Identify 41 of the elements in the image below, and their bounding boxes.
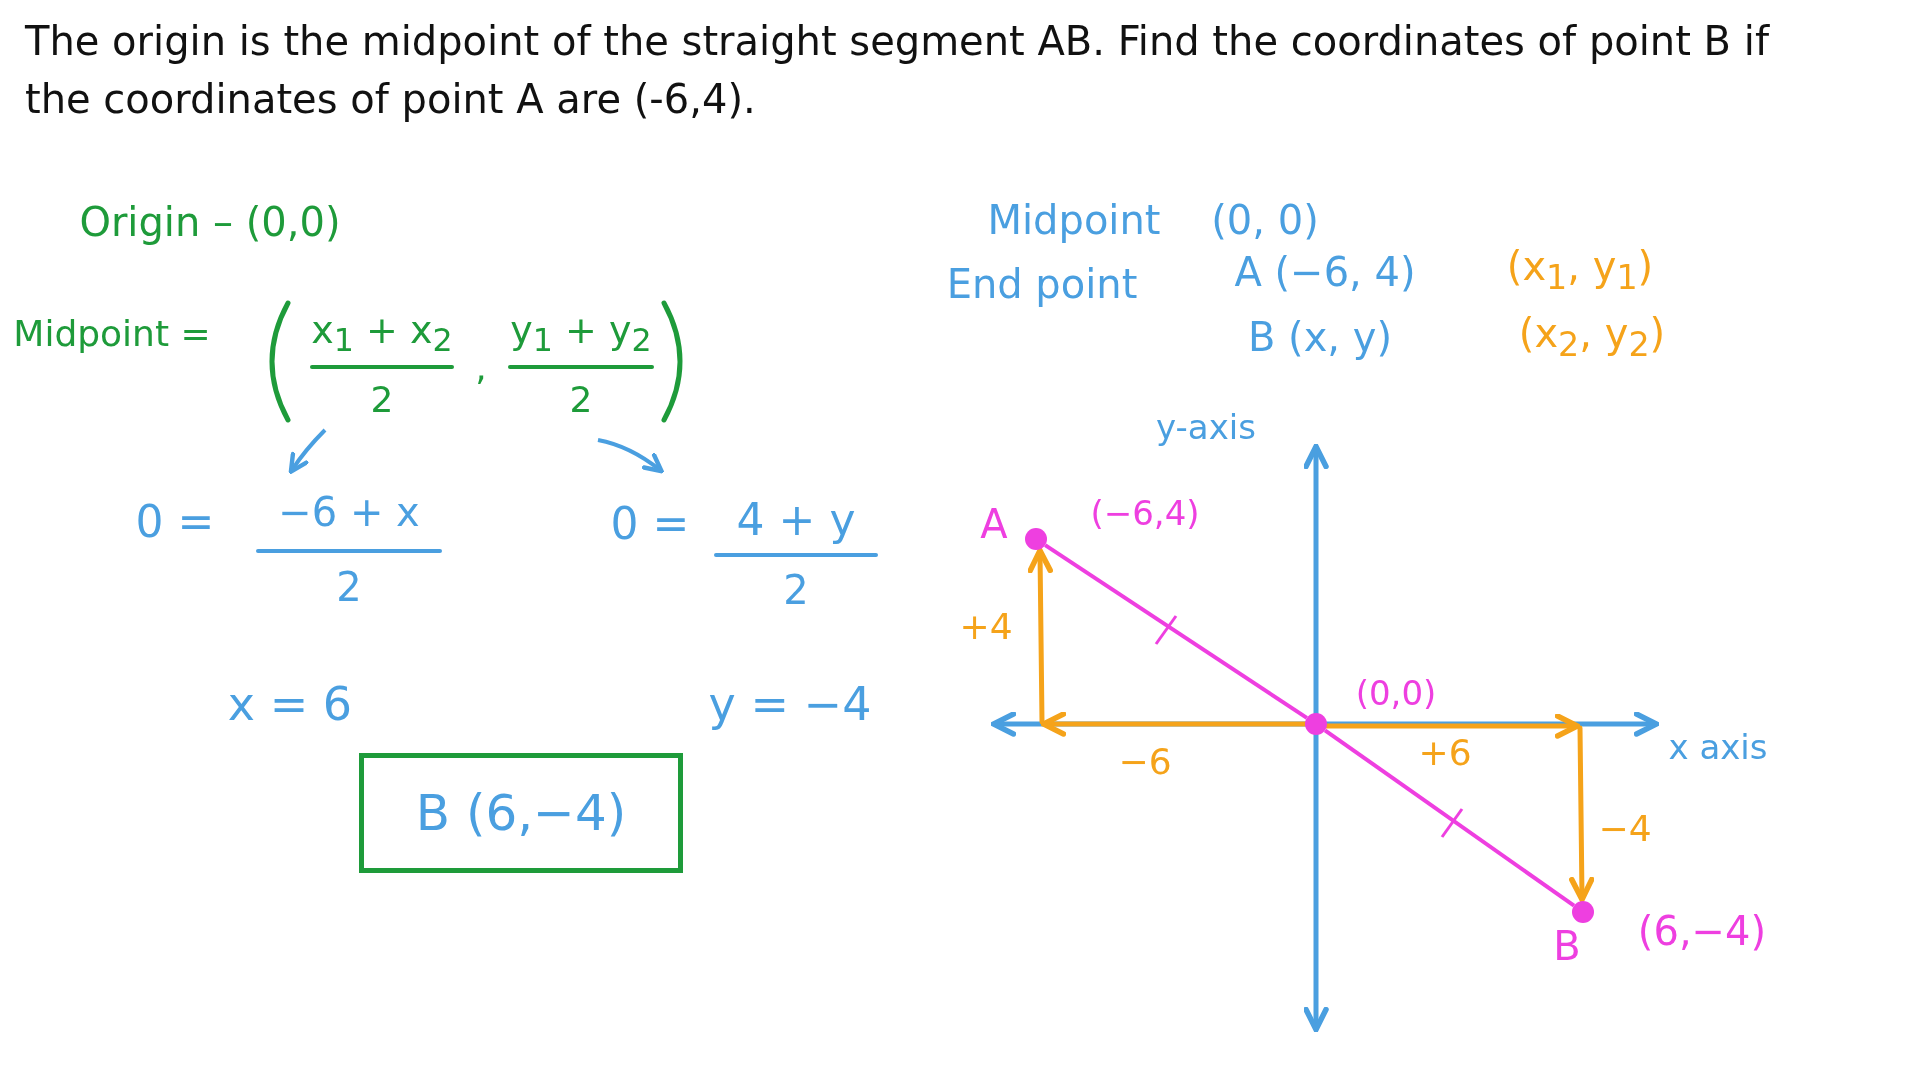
row-heading: Midpoint <box>987 198 1161 242</box>
equation-text: 0 = <box>610 499 690 549</box>
line-segment <box>1044 543 1308 720</box>
coordinate-text: (x$_{1}$, y$_{1}$) <box>1506 243 1654 297</box>
coordinate-text: B (x, y) <box>1247 315 1393 359</box>
displacement-label: −6 <box>1118 742 1172 782</box>
comma: , <box>475 348 487 388</box>
displacement-label: +4 <box>959 607 1013 647</box>
formula-text: Midpoint = <box>13 314 211 354</box>
axis-label: y-axis <box>1156 409 1256 447</box>
point-marker <box>1025 528 1047 550</box>
numerator: −6 + x <box>278 490 420 534</box>
problem-statement: The origin is the midpoint of the straight segment AB. Find the coordinates of point B if the coordinates of point A are (-6,4). <box>25 17 1771 124</box>
equation-text: y = −4 <box>708 678 872 730</box>
coordinate-label: (6,−4) <box>1637 909 1767 953</box>
displacement-label: −4 <box>1598 809 1652 849</box>
equation-text: x = 6 <box>227 678 353 730</box>
origin-label: Origin – (0,0) <box>79 200 341 244</box>
denominator: 2 <box>370 380 394 420</box>
point-marker <box>1305 713 1327 735</box>
coordinate-text: A (−6, 4) <box>1234 250 1416 294</box>
coordinate-text: (x$_{2}$, y$_{2}$) <box>1518 310 1666 364</box>
answer-text: B (6,−4) <box>415 784 627 842</box>
displacement-label: +6 <box>1418 733 1472 773</box>
numerator: x$_{1}$ + x$_{2}$ <box>311 309 453 359</box>
point-name: B <box>1553 924 1581 968</box>
denominator: 2 <box>783 568 809 612</box>
point-marker <box>1572 901 1594 923</box>
axis-label: x axis <box>1668 729 1768 767</box>
row-heading: End point <box>946 262 1138 306</box>
coordinate-label: (0,0) <box>1355 675 1437 713</box>
equation-text: 0 = <box>135 497 215 547</box>
line-segment <box>1323 728 1576 908</box>
answer-box <box>359 753 683 873</box>
coordinate-label: (−6,4) <box>1090 495 1200 533</box>
denominator: 2 <box>569 380 593 420</box>
denominator: 2 <box>336 565 362 609</box>
coordinate-text: (0, 0) <box>1211 198 1319 242</box>
point-name: A <box>980 502 1008 546</box>
numerator: y$_{1}$ + y$_{2}$ <box>510 309 652 359</box>
numerator: 4 + y <box>736 495 856 545</box>
